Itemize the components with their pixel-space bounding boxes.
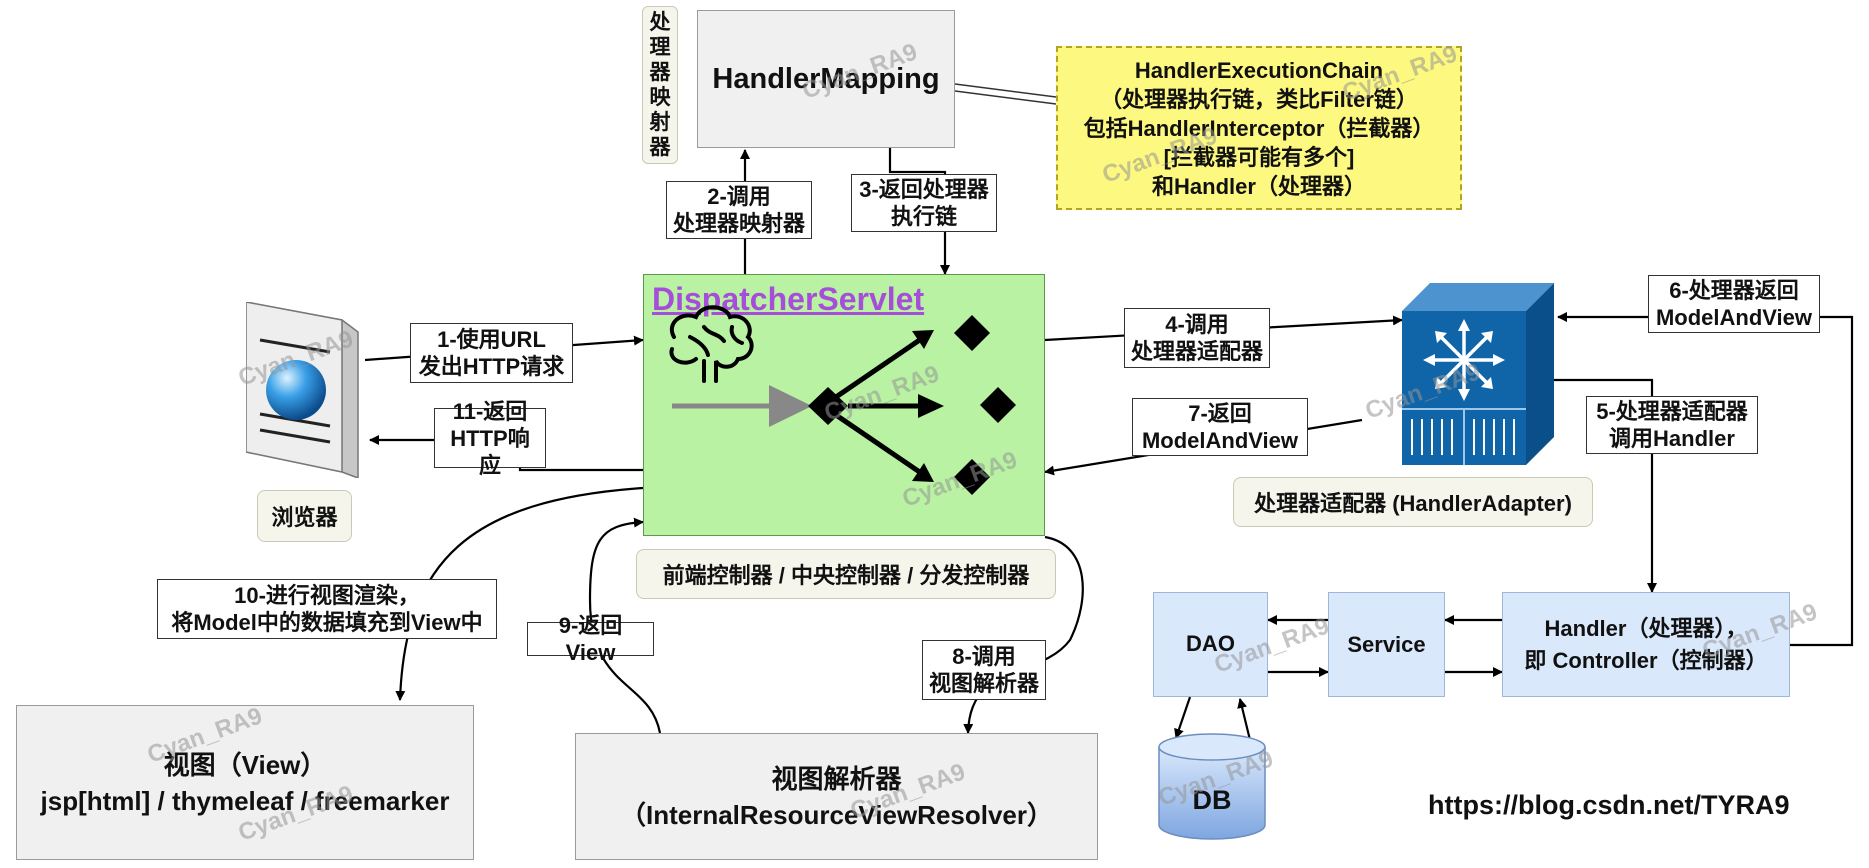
chain-line: （处理器执行链，类比Filter链）: [1100, 86, 1418, 112]
vlabel-char: 器: [649, 61, 671, 84]
arrow-db-dao: [1237, 698, 1252, 741]
step-9-line: 9-返回View: [558, 613, 623, 665]
db-title: DB: [1192, 785, 1232, 815]
dao-box: DAO: [1153, 592, 1268, 697]
arrow-step-9: [588, 517, 662, 734]
step-3-line: 3-返回处理器: [859, 177, 989, 202]
step-8-line: 8-调用: [952, 644, 1016, 669]
step-8-label: 8-调用 视图解析器: [922, 640, 1046, 700]
step-4-line: 处理器适配器: [1131, 339, 1264, 364]
resolver-line: （InternalResourceViewResolver）: [619, 799, 1054, 830]
view-line: 视图（View）: [163, 749, 327, 780]
view-line: jsp[html] / thymeleaf / freemarker: [40, 785, 450, 816]
arrow-step-5: [1553, 378, 1657, 593]
browser-caption-text: 浏览器: [271, 505, 338, 530]
vlabel-char: 理: [649, 36, 671, 59]
step-5-line: 调用Handler: [1609, 426, 1735, 451]
step-1-label: 1-使用URL 发出HTTP请求: [410, 323, 573, 383]
step-7-line: 7-返回: [1188, 401, 1252, 426]
arrow-dao-db: [1174, 696, 1192, 739]
vlabel-char: 射: [649, 111, 671, 134]
chain-line: HandlerExecutionChain: [1134, 57, 1384, 83]
step-4-line: 4-调用: [1165, 312, 1229, 337]
vlabel-char: 处: [649, 11, 671, 34]
step-4-label: 4-调用 处理器适配器: [1124, 308, 1270, 368]
handler-box: Handler（处理器）， 即 Controller（控制器）: [1502, 592, 1790, 697]
step-7-label: 7-返回 ModelAndView: [1132, 398, 1308, 456]
brain-icon: [669, 305, 754, 383]
step-10-label: 10-进行视图渲染， 将Model中的数据填充到View中: [157, 579, 497, 639]
footer-url: https://blog.csdn.net/TYRA9: [1428, 790, 1790, 820]
vlabel-char: 映: [649, 86, 671, 109]
db-cylinder: DB: [1157, 733, 1267, 841]
browser-icon: [246, 302, 362, 478]
step-3-line: 执行链: [890, 204, 957, 229]
handler-chain-note: HandlerExecutionChain （处理器执行链，类比Filter链）…: [1056, 46, 1462, 210]
resolver-line: 视图解析器: [771, 763, 902, 794]
step-2-line: 2-调用: [707, 184, 771, 209]
step-6-line: 6-处理器返回: [1669, 278, 1799, 303]
dispatcher-caption-text: 前端控制器 / 中央控制器 / 分发控制器: [662, 563, 1030, 588]
handler-adapter-caption: 处理器适配器 (HandlerAdapter): [1233, 477, 1593, 527]
step-11-line: HTTP响应: [450, 425, 530, 478]
step-6-label: 6-处理器返回 ModelAndView: [1648, 275, 1820, 333]
chain-line: 包括HandlerInterceptor（拦截器）: [1083, 115, 1435, 141]
service-box: Service: [1328, 592, 1445, 697]
dispatcher-servlet-box: DispatcherServlet: [643, 274, 1045, 536]
browser-caption: 浏览器: [257, 490, 352, 542]
chain-line: [拦截器可能有多个]: [1163, 144, 1355, 170]
arrow-step-10: [395, 486, 644, 701]
step-6-line: ModelAndView: [1655, 305, 1813, 330]
step-8-line: 视图解析器: [929, 671, 1040, 696]
step-7-line: ModelAndView: [1141, 428, 1299, 453]
connector-mapping-chain: [954, 83, 1057, 98]
step-5-label: 5-处理器适配器 调用Handler: [1586, 396, 1758, 454]
handler-line: 即 Controller（控制器）: [1524, 647, 1768, 673]
handler-adapter-icon: [1402, 283, 1554, 465]
vlabel-char: 器: [649, 136, 671, 159]
step-2-line: 处理器映射器: [673, 211, 806, 236]
handler-mapping-title: HandlerMapping: [712, 62, 940, 95]
handler-mapping-vertical-label: 处 理 器 映 射 器: [642, 6, 678, 164]
step-10-line: 10-进行视图渲染，: [234, 583, 420, 608]
step-9-label: 9-返回View: [527, 613, 654, 665]
dispatcher-graphic: [669, 305, 1016, 495]
service-title: Service: [1347, 631, 1426, 657]
step-5-line: 5-处理器适配器: [1596, 399, 1748, 424]
step-1-line: 发出HTTP请求: [418, 354, 565, 379]
step-2-label: 2-调用 处理器映射器: [666, 181, 812, 239]
adapter-caption-text: 处理器适配器 (HandlerAdapter): [1254, 491, 1572, 516]
step-10-line: 将Model中的数据填充到View中: [171, 610, 483, 635]
dao-title: DAO: [1186, 631, 1235, 656]
handler-mapping-box: HandlerMapping: [697, 10, 955, 148]
handler-line: Handler（处理器），: [1544, 615, 1748, 641]
step-3-label: 3-返回处理器 执行链: [851, 174, 997, 232]
step-11-label: 11-返回 HTTP响应: [434, 399, 546, 478]
chain-line: 和Handler（处理器）: [1152, 173, 1366, 199]
dispatcher-title: DispatcherServlet: [652, 281, 925, 317]
dispatcher-caption: 前端控制器 / 中央控制器 / 分发控制器: [636, 549, 1056, 599]
step-1-line: 1-使用URL: [437, 327, 546, 352]
view-box: 视图（View） jsp[html] / thymeleaf / freemar…: [16, 705, 474, 860]
resolver-box: 视图解析器 （InternalResourceViewResolver）: [575, 733, 1098, 860]
step-11-line: 11-返回: [452, 398, 528, 424]
